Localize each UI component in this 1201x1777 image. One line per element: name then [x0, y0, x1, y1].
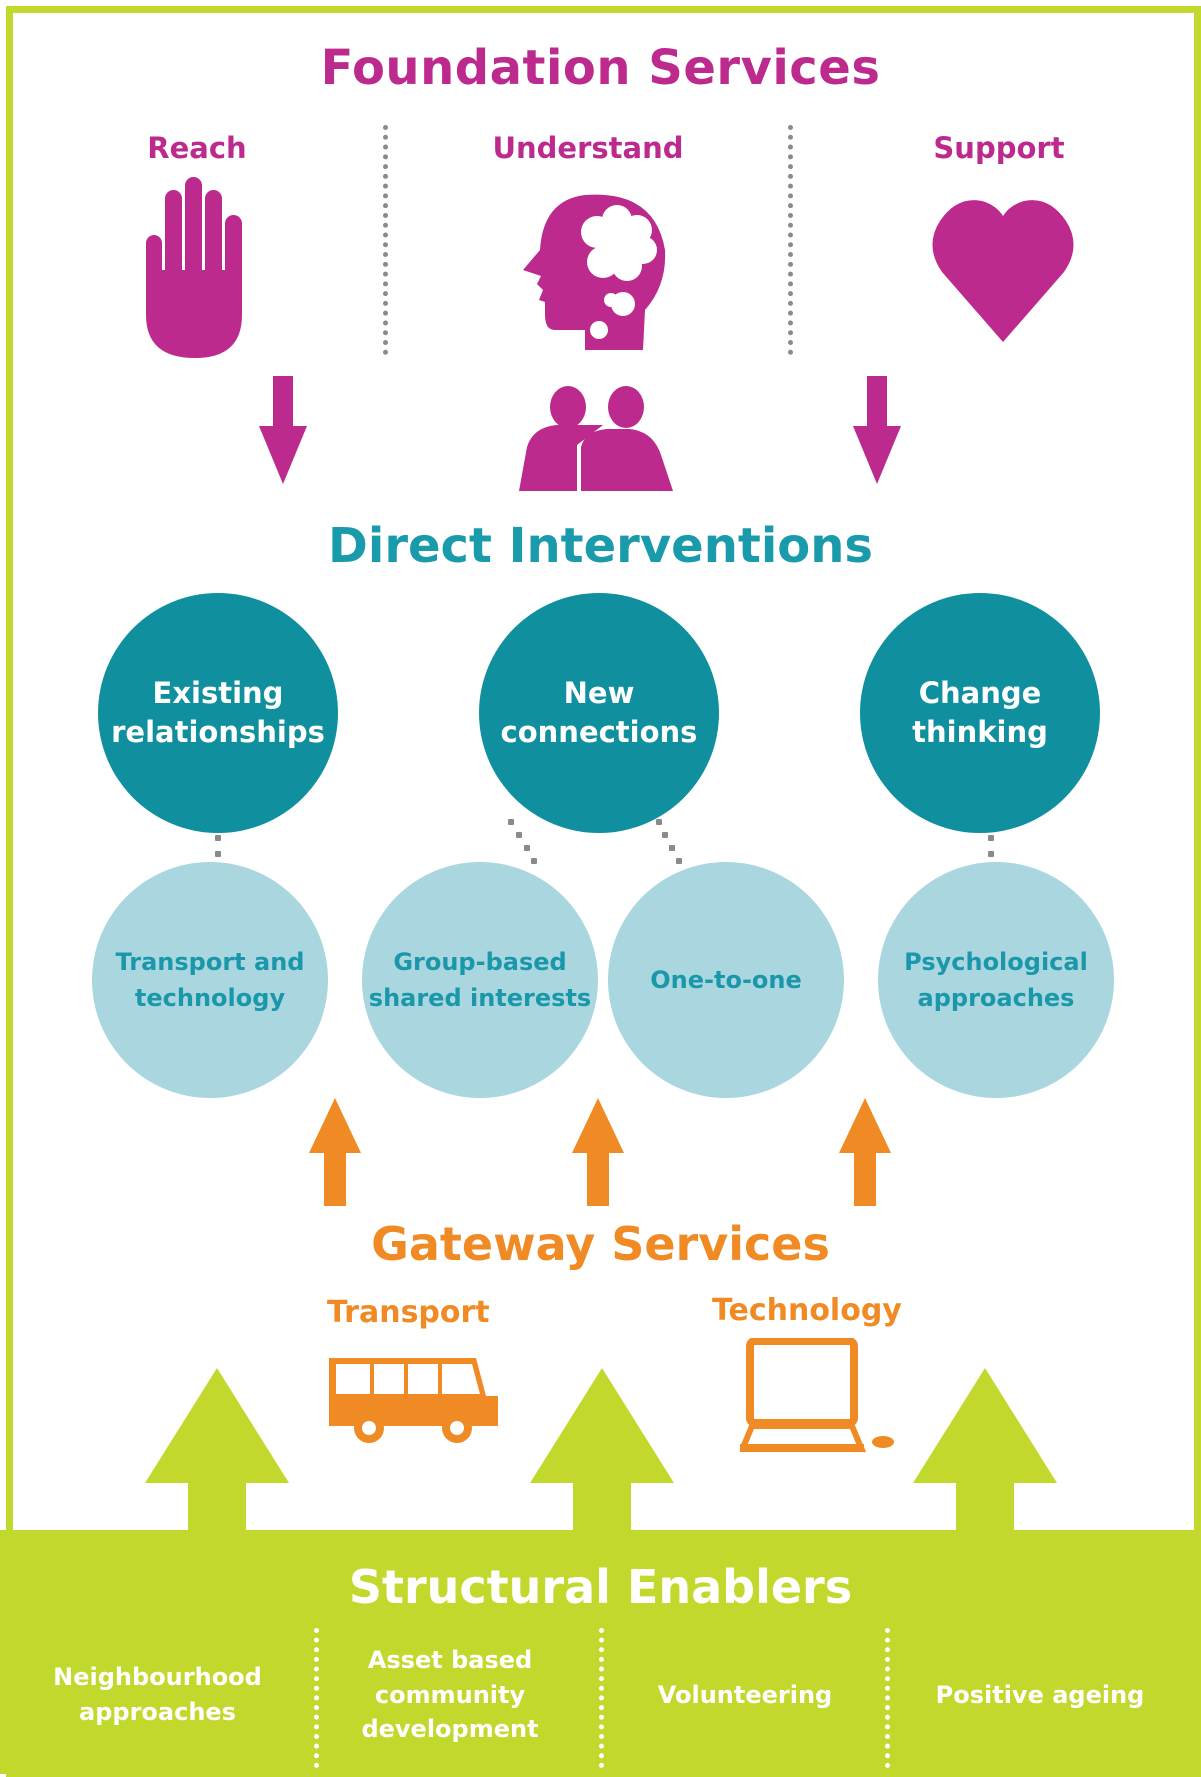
enabler-neighbourhood: Neighbourhood approaches [20, 1640, 295, 1750]
connector-dot [988, 835, 994, 841]
group-based-circle: Group-based shared interests [362, 862, 598, 1098]
circle-label: Existing [152, 675, 284, 710]
arrow-up-icon [309, 1098, 361, 1206]
connector-dot [516, 832, 522, 838]
enabler-label: Asset based [367, 1645, 533, 1674]
circle-label: Group-based [393, 948, 567, 976]
head-thought-icon [523, 194, 666, 350]
circle-label: connections [500, 715, 698, 749]
circle-label: One-to-one [650, 966, 802, 994]
divider-dotted [599, 1628, 604, 1768]
circle-label: Change [918, 675, 1042, 710]
enabler-arrow-up-icon [530, 1368, 674, 1538]
enabler-positive-ageing: Positive ageing [890, 1640, 1190, 1750]
bus-icon [329, 1358, 498, 1443]
divider-dotted [788, 125, 793, 355]
new-connections-circle: New connections [479, 593, 719, 833]
arrow-down-icon [853, 376, 901, 484]
enabler-arrow-up-icon [913, 1368, 1057, 1538]
enabler-label: Positive ageing [935, 1680, 1145, 1709]
understand-label: Understand [492, 131, 684, 165]
circle-label: New [563, 675, 635, 710]
connector-dot [669, 845, 675, 851]
enabler-label: community [374, 1680, 526, 1709]
circle-label: relationships [111, 715, 325, 749]
support-label: Support [933, 131, 1065, 165]
enabler-label: Volunteering [657, 1680, 833, 1709]
technology-label: Technology [712, 1293, 902, 1328]
one-to-one-circle: One-to-one [608, 862, 844, 1098]
enabler-label: development [361, 1715, 539, 1744]
connector-dot [656, 819, 662, 825]
enabler-arrow-up-icon [145, 1368, 289, 1538]
circle-label: thinking [912, 715, 1048, 749]
connector-dot [215, 835, 221, 841]
computer-icon [740, 1338, 894, 1452]
psychological-approaches-circle: Psychological approaches [878, 862, 1114, 1098]
connector-dot [531, 858, 537, 864]
connector-dot [662, 832, 668, 838]
circle-label: approaches [917, 984, 1075, 1012]
arrow-down-icon [259, 376, 307, 484]
divider-dotted [383, 125, 388, 355]
circle-label: technology [134, 984, 286, 1012]
arrow-up-icon [839, 1098, 891, 1206]
connector-dot [676, 858, 682, 864]
direct-interventions-title: Direct Interventions [328, 518, 873, 574]
change-thinking-circle: Change thinking [860, 593, 1100, 833]
connector-dot [508, 819, 514, 825]
gateway-services-title: Gateway Services [371, 1217, 830, 1271]
circle-label: shared interests [368, 984, 592, 1012]
enabler-label: Neighbourhood [53, 1663, 262, 1692]
connector-dot [215, 851, 221, 857]
enabler-label: approaches [79, 1698, 236, 1726]
divider-dotted [885, 1628, 890, 1768]
hand-icon [146, 177, 242, 358]
connector-dot [524, 845, 530, 851]
reach-label: Reach [147, 131, 247, 165]
foundation-services-title: Foundation Services [320, 40, 881, 96]
divider-dotted [314, 1628, 319, 1768]
connector-dot [988, 851, 994, 857]
transport-label: Transport [327, 1295, 490, 1330]
circle-label: Transport and [115, 948, 305, 976]
heart-icon [932, 200, 1074, 342]
two-people-icon [519, 386, 673, 491]
circle-label: Psychological [904, 948, 1088, 976]
enabler-volunteering: Volunteering [605, 1640, 885, 1750]
transport-technology-circle: Transport and technology [92, 862, 328, 1098]
arrow-up-icon [572, 1098, 624, 1206]
structural-enablers-title: Structural Enablers [348, 1560, 853, 1614]
existing-relationships-circle: Existing relationships [98, 593, 338, 833]
enabler-asset-based: Asset based community development [320, 1640, 580, 1750]
